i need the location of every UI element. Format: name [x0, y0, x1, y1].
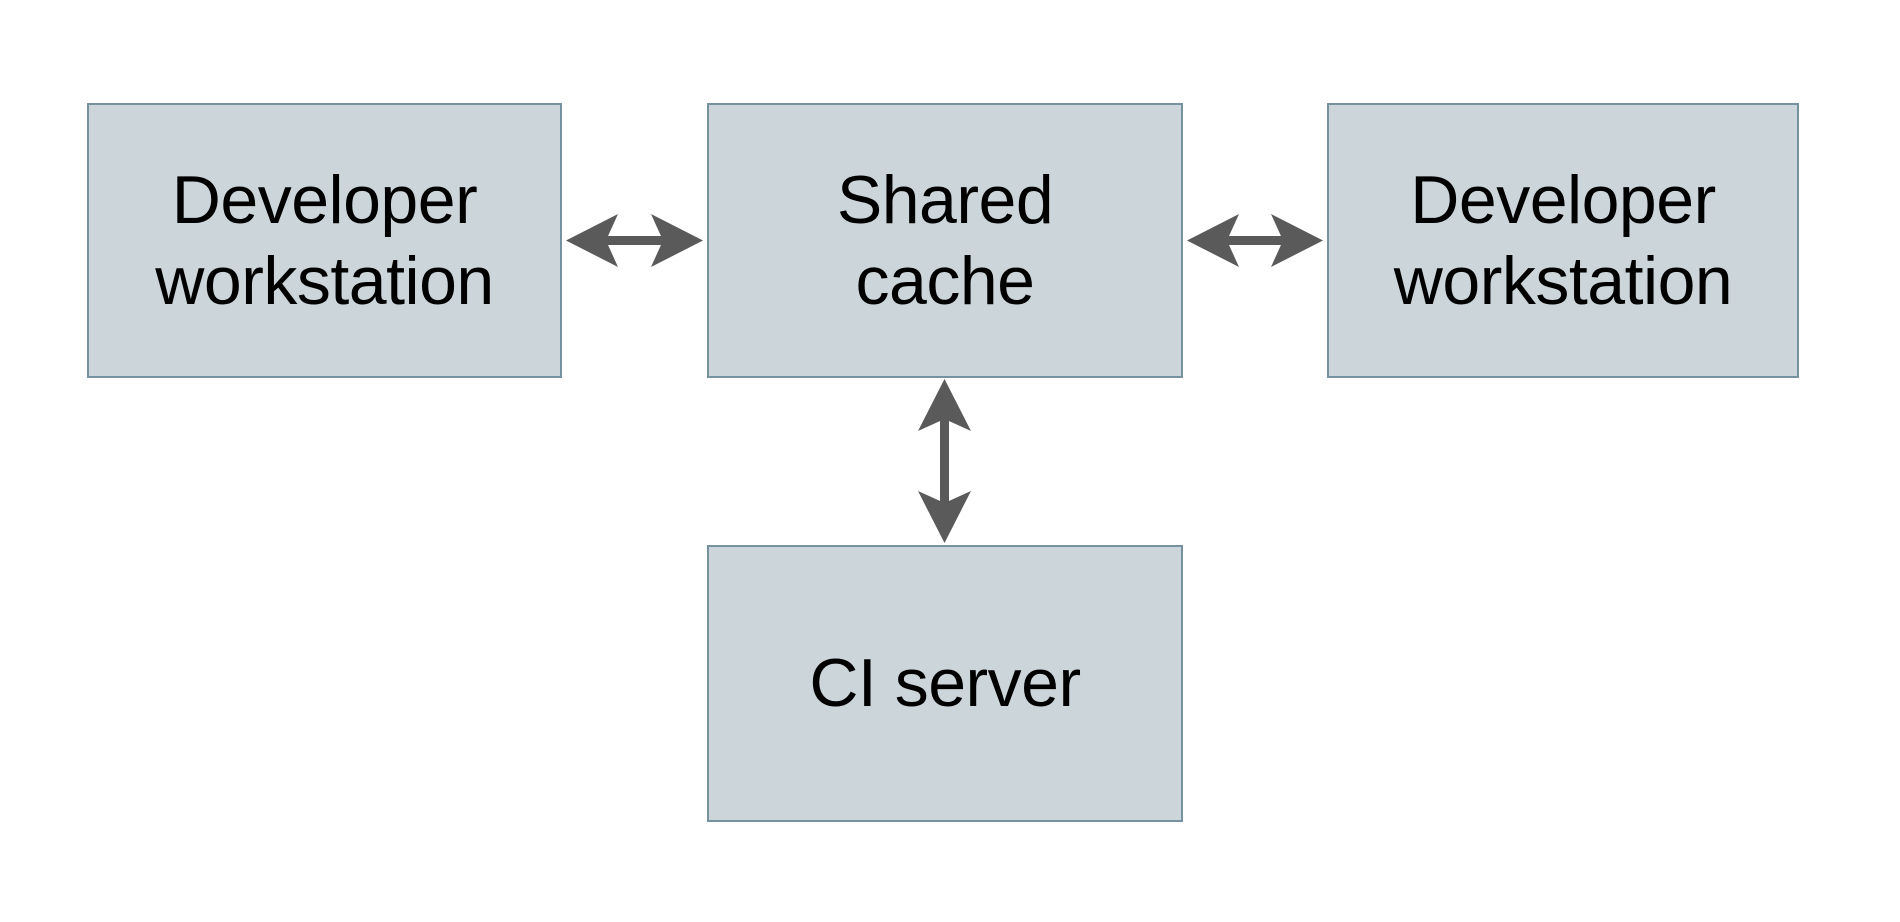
node-label: Shared cache — [836, 162, 1054, 319]
connector-ci-to-cache — [918, 379, 971, 543]
arrowhead-left — [566, 214, 618, 267]
node-developer-workstation-left[interactable]: Developer workstation — [87, 103, 562, 378]
node-developer-workstation-right[interactable]: Developer workstation — [1327, 103, 1799, 378]
node-label: CI server — [809, 645, 1081, 722]
connector-cache-to-dev-right — [1187, 214, 1323, 267]
node-ci-server[interactable]: CI server — [707, 545, 1183, 822]
node-label: Developer workstation — [1393, 162, 1733, 319]
node-label: Developer workstation — [155, 162, 494, 319]
node-shared-cache[interactable]: Shared cache — [707, 103, 1183, 378]
connector-dev-left-to-cache — [566, 214, 703, 267]
arrowhead-right — [1271, 214, 1323, 267]
arrowhead-up — [918, 379, 971, 431]
arrowhead-left — [1187, 214, 1239, 267]
arrowhead-right — [651, 214, 703, 267]
arrowhead-down — [918, 491, 971, 543]
